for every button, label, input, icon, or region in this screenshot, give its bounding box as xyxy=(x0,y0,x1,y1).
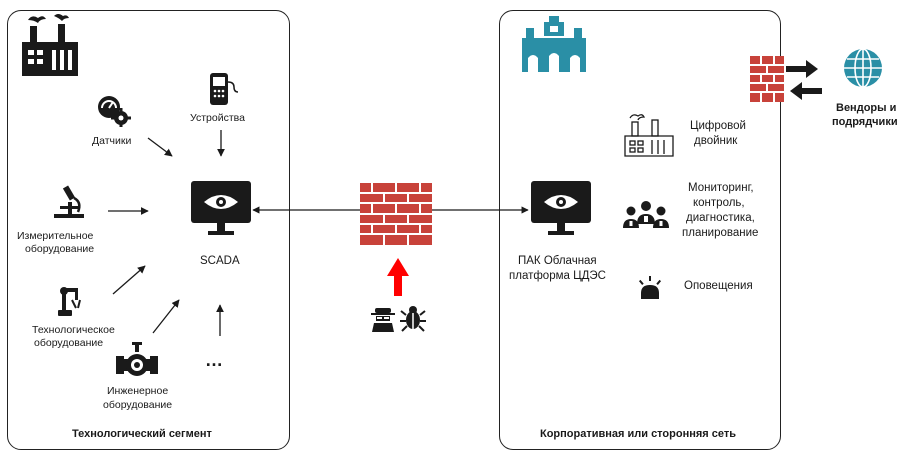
twin-label-1: Цифровой xyxy=(690,120,746,132)
platform-label-2: платформа ЦДЭС xyxy=(509,270,606,282)
hacker-icon xyxy=(371,308,395,332)
devices-label: Устройства xyxy=(190,112,245,124)
monitoring-label-2: контроль, xyxy=(693,197,745,209)
team-icon xyxy=(623,201,669,228)
scada-label: SCADA xyxy=(200,255,240,267)
monitoring-label-4: планирование xyxy=(682,227,759,239)
microscope-icon xyxy=(54,185,84,218)
measuring-label-2: оборудование xyxy=(25,243,95,255)
factory-icon xyxy=(22,14,78,76)
twin-label-2: двойник xyxy=(694,135,738,147)
vendor-arrow-out xyxy=(790,82,822,100)
building-icon xyxy=(522,16,586,72)
technological-segment-panel xyxy=(7,10,290,450)
firewall-icon xyxy=(360,183,432,245)
engineering-label-1: Инженерное xyxy=(107,385,169,397)
sensors-label: Датчики xyxy=(92,135,132,147)
monitoring-label-1: Мониторинг, xyxy=(688,182,754,194)
arrow-technological xyxy=(112,265,146,295)
globe-icon xyxy=(844,48,882,88)
robot-arm-icon xyxy=(58,287,81,316)
vendors-label-1: Вендоры и xyxy=(836,102,897,114)
digital-twin-factory-icon xyxy=(624,114,674,157)
alert-icon xyxy=(638,276,662,299)
arrow-engineering xyxy=(152,299,180,334)
technological-segment-title: Технологический сегмент xyxy=(72,428,212,440)
monitoring-label-3: диагностика, xyxy=(686,212,755,224)
device-icon xyxy=(210,73,239,105)
valve-icon xyxy=(116,342,158,376)
arrow-sensors xyxy=(147,137,173,157)
corporate-network-panel xyxy=(499,10,781,450)
vendor-firewall-icon xyxy=(750,56,784,102)
threat-arrow xyxy=(387,258,409,296)
technological-label-2: оборудование xyxy=(34,337,104,349)
technological-label-1: Технологическое xyxy=(32,324,115,336)
corporate-network-title: Корпоративная или сторонняя сеть xyxy=(540,428,737,440)
monitor-eye-icon xyxy=(191,181,251,235)
vendors-label-2: подрядчики xyxy=(832,116,898,128)
alerts-label: Оповещения xyxy=(684,280,753,292)
platform-label-1: ПАК Облачная xyxy=(518,255,597,267)
more-ellipsis: … xyxy=(205,350,223,370)
gauge-gears-icon xyxy=(98,96,131,127)
measuring-label-1: Измерительное xyxy=(17,230,94,242)
bug-icon xyxy=(400,306,426,332)
platform-monitor-icon xyxy=(531,181,591,235)
engineering-label-2: оборудование xyxy=(103,399,173,411)
vendor-arrow-in xyxy=(786,60,818,78)
